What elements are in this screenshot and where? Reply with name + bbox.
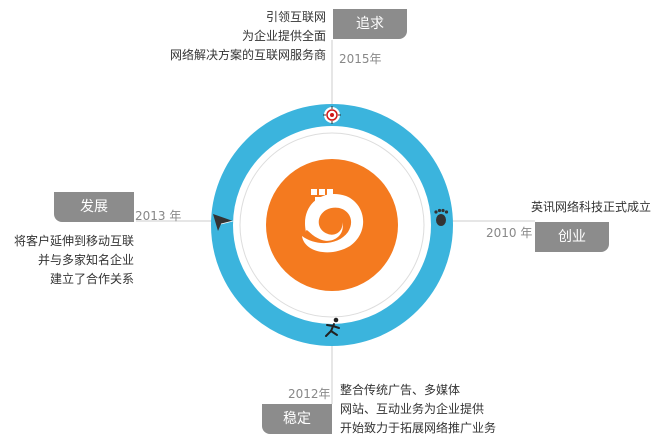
target-icon (323, 106, 341, 124)
milestone-bottom-year: 2012年 (288, 387, 331, 401)
milestone-top-tag: 追求 (333, 9, 407, 39)
running-person-icon (325, 317, 340, 337)
milestone-bottom-line: 网站、互动业务为企业提供 (340, 402, 485, 416)
milestone-bottom-tag: 稳定 (262, 404, 332, 434)
milestone-top-line: 为企业提供全面 (241, 29, 326, 43)
milestone-top-description: 引领互联网 为企业提供全面 网络解决方案的互联网服务商 (170, 8, 326, 65)
milestone-right-year: 2010 年 (486, 226, 533, 240)
milestone-left-line: 将客户延伸到移动互联 (13, 234, 134, 248)
company-logo-icon (302, 189, 364, 253)
footprint-icon (434, 208, 449, 226)
paper-plane-icon (213, 214, 234, 231)
milestone-top-year: 2015年 (339, 52, 382, 66)
milestone-top-line: 引领互联网 (265, 10, 326, 24)
inner-ring-line (239, 132, 425, 318)
milestone-bottom-line: 整合传统广告、多媒体 (340, 383, 461, 397)
milestone-right-description: 英讯网络科技正式成立 (531, 198, 651, 217)
milestone-left-tag: 发展 (54, 192, 134, 222)
center-disk (266, 159, 398, 291)
milestone-bottom-line: 开始致力于拓展网络推广业务 (340, 421, 497, 435)
milestone-left-description: 将客户延伸到移动互联 并与多家知名企业 建立了合作关系 (14, 232, 134, 289)
milestone-left-line: 建立了合作关系 (49, 272, 134, 286)
milestone-bottom-description: 整合传统广告、多媒体 网站、互动业务为企业提供 开始致力于拓展网络推广业务 (340, 381, 496, 438)
milestone-right-tag: 创业 (535, 222, 609, 252)
milestone-top-line: 网络解决方案的互联网服务商 (169, 48, 326, 62)
milestone-left-year: 2013 年 (135, 209, 182, 223)
milestone-right-line: 英讯网络科技正式成立 (531, 200, 652, 214)
milestone-left-line: 并与多家知名企业 (37, 253, 134, 267)
